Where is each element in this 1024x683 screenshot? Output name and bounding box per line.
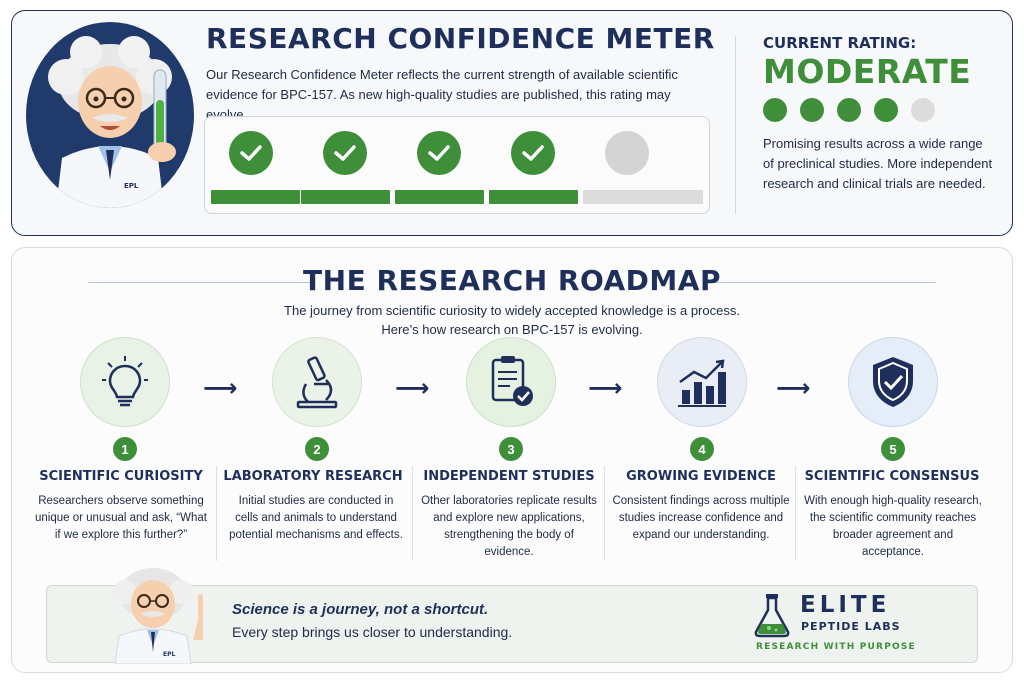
rating-dot	[763, 98, 787, 122]
step-separator	[216, 466, 217, 561]
step-1-title: SCIENTIFIC CURIOSITY	[39, 469, 203, 484]
meter-description: Our Research Confidence Meter reflects t…	[206, 67, 678, 122]
roadmap-subtitle-line1: The journey from scientific curiosity to…	[284, 303, 740, 318]
roadmap-subtitle-line2: Here’s how research on BPC-157 is evolvi…	[381, 322, 643, 337]
brand-tagline: RESEARCH WITH PURPOSE	[756, 642, 916, 652]
rating-note: Promising results across a wide range of…	[763, 136, 993, 191]
meter-segment	[395, 190, 484, 204]
step-1-circle	[80, 337, 170, 427]
lightbulb-icon	[102, 356, 148, 407]
checkmark-icon	[417, 131, 461, 175]
meter-segment	[211, 190, 300, 204]
arrow-right-icon: ⟶	[776, 374, 811, 402]
rating-dot	[874, 98, 898, 122]
banner-text: Every step brings us closer to understan…	[232, 624, 513, 640]
arrow-right-icon: ⟶	[395, 374, 430, 402]
step-3-title: INDEPENDENT STUDIES	[423, 469, 595, 484]
arrow-right-icon: ⟶	[203, 374, 238, 402]
step-2-number: 2	[305, 437, 329, 461]
scientist-pointing-illustration: EPL	[107, 560, 219, 665]
meter-segment	[583, 190, 703, 204]
rating-dot	[911, 98, 935, 122]
brand-subtitle: PEPTIDE LABS	[801, 620, 901, 633]
checkmark-icon	[323, 131, 367, 175]
roadmap-subtitle: The journey from scientific curiosity to…	[0, 301, 1024, 339]
flask-logo-icon	[752, 592, 792, 638]
step-3-description: Other laboratories replicate results and…	[421, 495, 597, 558]
step-3-circle	[466, 337, 556, 427]
title-rule-right	[710, 282, 936, 283]
step-5-circle	[848, 337, 938, 427]
arrow-right-icon: ⟶	[588, 374, 623, 402]
banner-headline: Science is a journey, not a shortcut.	[232, 601, 489, 618]
scientist-illustration: EPL	[26, 22, 194, 208]
step-2-circle	[272, 337, 362, 427]
step-4-number: 4	[690, 437, 714, 461]
step-separator	[412, 466, 413, 561]
checkmark-icon	[511, 131, 555, 175]
step-5-title: SCIENTIFIC CONSENSUS	[804, 469, 980, 484]
brand-name: ELITE	[800, 592, 891, 618]
step-2-description: Initial studies are conducted in cells a…	[229, 495, 403, 541]
title-rule-left	[88, 282, 314, 283]
checkmark-icon	[229, 131, 273, 175]
step-3-number: 3	[499, 437, 523, 461]
step-4-title: GROWING EVIDENCE	[626, 469, 776, 484]
step-separator	[795, 466, 796, 561]
divider	[735, 36, 736, 214]
clipboard-check-icon	[491, 356, 533, 406]
step-1-number: 1	[113, 437, 137, 461]
meter-title: RESEARCH CONFIDENCE METER	[206, 22, 715, 55]
microscope-icon	[296, 356, 338, 409]
rating-label: CURRENT RATING:	[763, 34, 917, 52]
step-4-description: Consistent findings across multiple stud…	[612, 495, 790, 541]
svg-text:EPL: EPL	[124, 182, 139, 190]
growth-chart-icon	[678, 359, 726, 407]
step-4-circle	[657, 337, 747, 427]
step-separator	[604, 466, 605, 561]
rating-dot	[800, 98, 824, 122]
svg-text:EPL: EPL	[163, 651, 175, 658]
step-1-description: Researchers observe something unique or …	[35, 495, 207, 541]
meter-segment	[489, 190, 578, 204]
step-2-title: LABORATORY RESEARCH	[223, 469, 403, 484]
meter-segment	[301, 190, 390, 204]
step-5-number: 5	[881, 437, 905, 461]
rating-dot	[837, 98, 861, 122]
rating-value: MODERATE	[763, 52, 972, 91]
roadmap-title: THE RESEARCH ROADMAP	[303, 264, 721, 297]
empty-level-icon	[605, 131, 649, 175]
shield-check-icon	[873, 357, 913, 407]
step-5-description: With enough high-quality research, the s…	[804, 495, 982, 558]
confidence-meter	[204, 116, 710, 214]
